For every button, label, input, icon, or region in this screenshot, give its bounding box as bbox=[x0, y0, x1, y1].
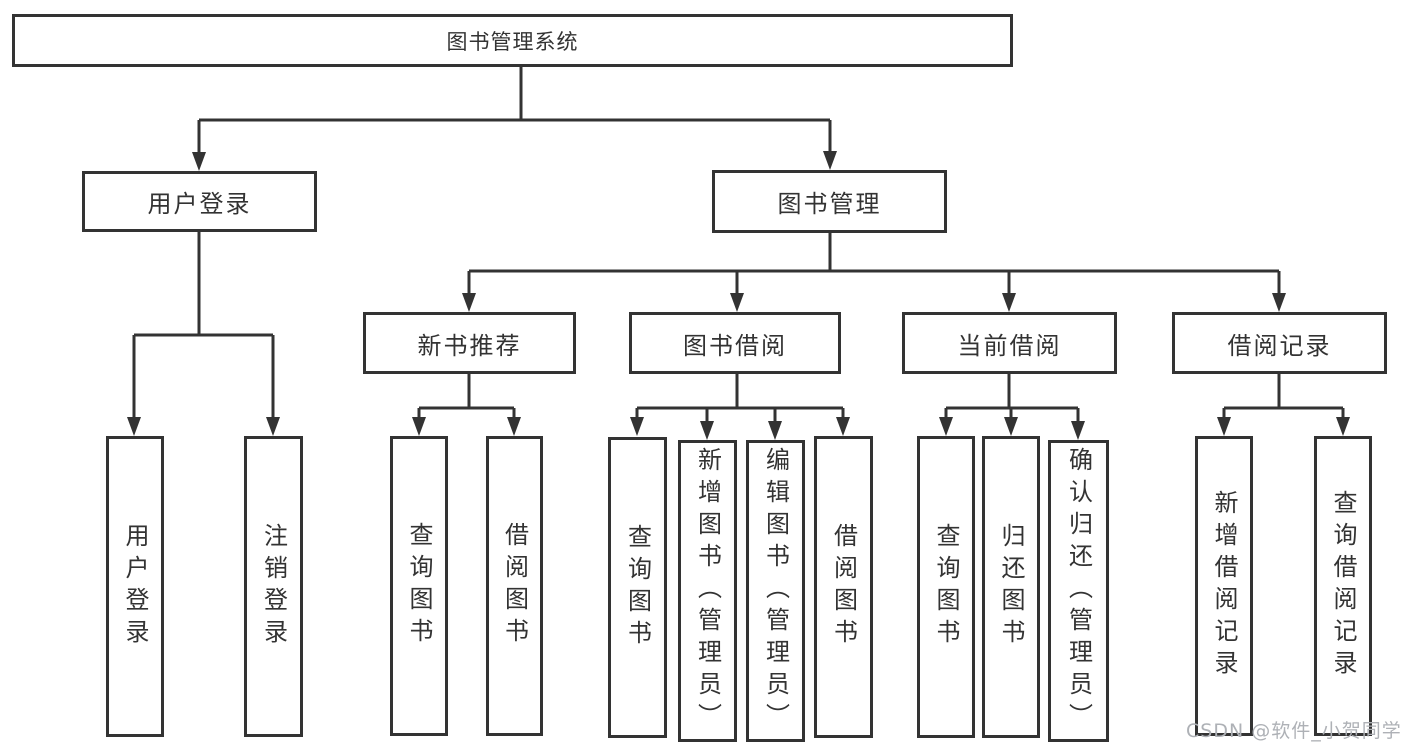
leaf-query-borrow-record-label: 查询借阅记录 bbox=[1329, 490, 1357, 682]
leaf-return-books-label: 归还图书 bbox=[997, 523, 1025, 651]
node-root: 图书管理系统 bbox=[12, 14, 1013, 67]
leaf-user-login-label: 用户登录 bbox=[121, 522, 149, 651]
leaf-query-books-borrow-label: 查询图书 bbox=[623, 523, 652, 652]
leaf-edit-books-admin-label: 编辑图书（管理员） bbox=[761, 447, 790, 735]
leaf-query-books-current-label: 查询图书 bbox=[932, 523, 960, 651]
node-borrow-records: 借阅记录 bbox=[1172, 312, 1387, 374]
node-new-book-recommend: 新书推荐 bbox=[363, 312, 576, 374]
leaf-user-login: 用户登录 bbox=[106, 436, 164, 737]
leaf-query-books-current: 查询图书 bbox=[917, 436, 975, 738]
node-root-label: 图书管理系统 bbox=[446, 29, 579, 54]
leaf-add-borrow-record-label: 新增借阅记录 bbox=[1210, 490, 1238, 682]
leaf-confirm-return-admin: 确认归还（管理员） bbox=[1048, 440, 1109, 742]
leaf-edit-books-admin: 编辑图书（管理员） bbox=[746, 440, 805, 742]
leaf-query-books-borrow: 查询图书 bbox=[608, 437, 667, 738]
leaf-query-books-recommend-label: 查询图书 bbox=[405, 522, 433, 650]
csdn-watermark: CSDN @软件_小贺同学 bbox=[1186, 720, 1402, 742]
node-user-login-label: 用户登录 bbox=[147, 190, 252, 218]
leaf-logout: 注销登录 bbox=[244, 436, 303, 737]
leaf-borrow-books-recommend: 借阅图书 bbox=[486, 436, 543, 736]
leaf-query-borrow-record: 查询借阅记录 bbox=[1314, 436, 1372, 736]
node-current-borrow: 当前借阅 bbox=[902, 312, 1117, 374]
leaf-confirm-return-admin-label: 确认归还（管理员） bbox=[1064, 447, 1093, 735]
node-borrow-records-label: 借阅记录 bbox=[1227, 331, 1332, 360]
leaf-logout-label: 注销登录 bbox=[259, 522, 288, 651]
leaf-borrow-books-label: 借阅图书 bbox=[829, 523, 858, 651]
node-user-login: 用户登录 bbox=[82, 171, 317, 232]
leaf-return-books: 归还图书 bbox=[982, 436, 1040, 738]
node-book-borrow-label: 图书借阅 bbox=[683, 331, 787, 360]
leaf-add-borrow-record: 新增借阅记录 bbox=[1195, 436, 1253, 736]
node-book-borrow: 图书借阅 bbox=[629, 312, 841, 374]
leaf-borrow-books: 借阅图书 bbox=[814, 436, 873, 738]
leaf-add-books-admin: 新增图书（管理员） bbox=[678, 440, 737, 742]
leaf-query-books-recommend: 查询图书 bbox=[390, 436, 448, 736]
node-book-management-label: 图书管理 bbox=[777, 190, 882, 218]
leaf-add-books-admin-label: 新增图书（管理员） bbox=[693, 447, 722, 735]
node-book-management: 图书管理 bbox=[712, 170, 947, 233]
node-new-book-recommend-label: 新书推荐 bbox=[417, 331, 522, 360]
node-current-borrow-label: 当前借阅 bbox=[957, 331, 1062, 360]
leaf-borrow-books-recommend-label: 借阅图书 bbox=[500, 522, 529, 650]
